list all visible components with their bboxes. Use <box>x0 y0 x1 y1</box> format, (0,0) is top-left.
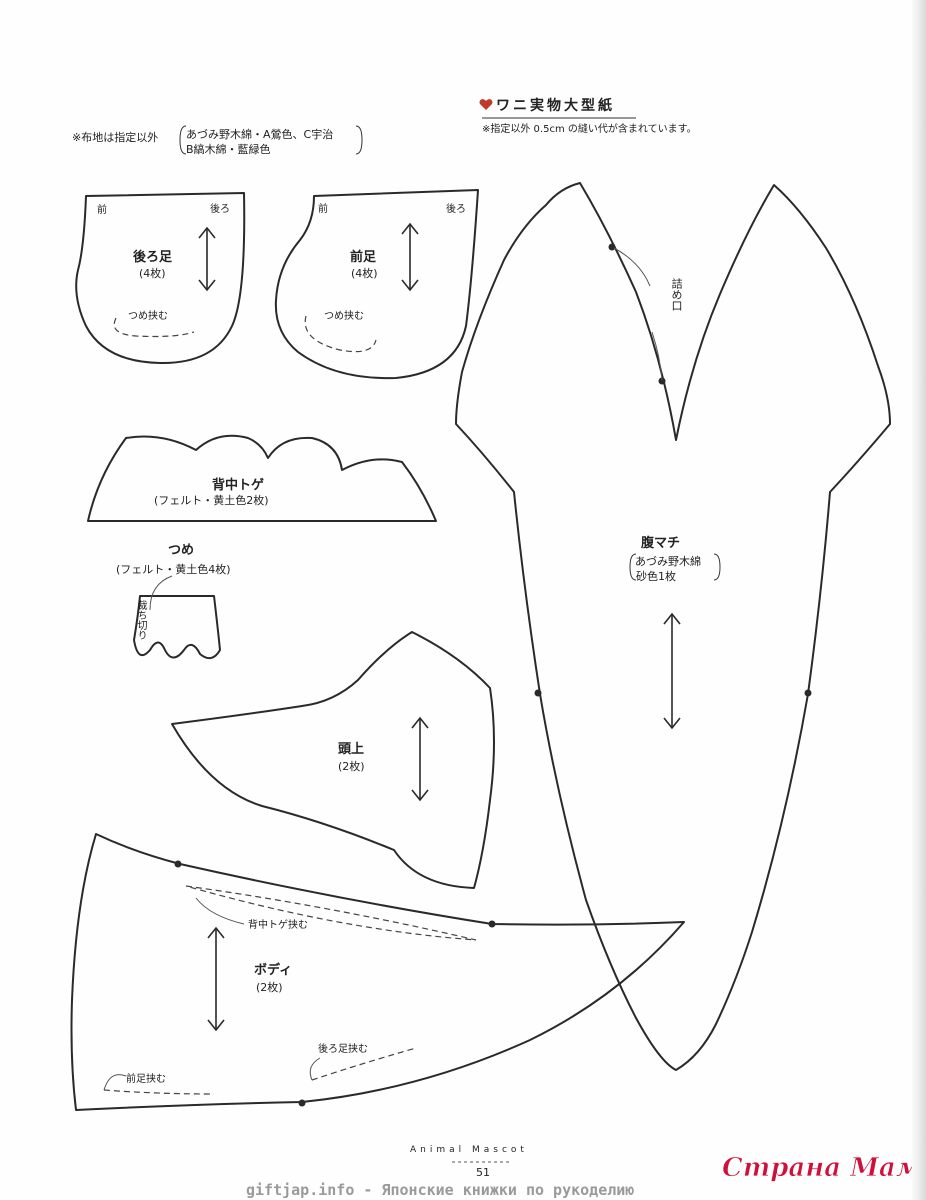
piece-belly: 詰め口 腹マチ あづみ野木綿 砂色1枚 <box>455 182 891 1071</box>
body-spine-insert-label: 背中トゲ挟む <box>248 918 308 931</box>
back-leg-front-label: 前 <box>97 203 107 216</box>
body-spine-insert-leader <box>195 897 245 925</box>
piece-claw: つめ (フェルト・黄土色4枚) 裁ち切り <box>106 543 231 660</box>
book-title: Animal Mascot <box>410 1145 528 1155</box>
header: ワニ実物大型紙 ※指定以外 0.5cm の縫い代が含まれています。 <box>479 97 697 135</box>
front-leg-back-label: 後ろ <box>446 202 466 215</box>
watermark: Страна Мам . ру <box>722 1153 926 1183</box>
head-top-grain-arrow <box>411 716 429 802</box>
body-match-dot-bottom <box>298 1099 306 1107</box>
front-leg-front-label: 前 <box>318 202 328 215</box>
claw-cut-text: 裁ち切り <box>106 599 147 640</box>
piece-front-leg: 前 後ろ 前足 (4枚) つめ挟む <box>274 189 479 380</box>
heart-icon <box>479 99 493 110</box>
belly-stuffing-text: 詰め口 <box>650 277 683 311</box>
front-leg-claw-line <box>304 315 377 353</box>
back-leg-claw-line <box>113 317 195 338</box>
body-match-dot-top <box>174 860 182 868</box>
fabric-note-prefix: ※布地は指定以外 <box>72 130 158 144</box>
body-back-leg-insert-label: 後ろ足挟む <box>318 1042 368 1055</box>
piece-back-leg: 前 後ろ 後ろ足 (4枚) つめ挟む <box>75 192 246 365</box>
body-front-leg-insert-label: 前足挟む <box>126 1072 166 1085</box>
page-gutter-shadow <box>912 0 926 1200</box>
belly-material-line2: 砂色1枚 <box>636 569 676 583</box>
fabric-note-line2: B縞木綿・藍緑色 <box>186 142 271 156</box>
body-name: ボディ <box>254 962 292 978</box>
front-leg-name: 前足 <box>350 249 377 265</box>
body-count: (2枚) <box>256 980 283 994</box>
back-leg-grain-arrow <box>198 226 216 292</box>
front-leg-count: (4枚) <box>351 266 378 280</box>
body-front-leg-insert-leader <box>103 1074 127 1091</box>
belly-grain-arrow <box>663 612 681 730</box>
body-match-dot-right <box>488 920 496 928</box>
footer: Animal Mascot 51 giftjap.info - Японские… <box>246 1145 926 1199</box>
belly-material-line1: あづみ野木綿 <box>635 554 701 568</box>
fabric-note-open-brace <box>179 125 187 155</box>
belly-outline <box>455 182 891 1071</box>
body-grain-arrow <box>207 926 225 1032</box>
claw-outline <box>133 595 221 660</box>
belly-stuffing-bracket <box>613 247 663 381</box>
belly-match-dot-left <box>534 689 542 697</box>
front-leg-outline <box>274 189 479 380</box>
belly-brace-open <box>629 553 637 581</box>
front-leg-grain-arrow <box>401 222 419 292</box>
belly-stuffing-dot-top <box>608 243 616 251</box>
head-top-outline <box>171 631 495 889</box>
piece-spine: 背中トゲ (フェルト・黄土色2枚) <box>87 434 437 522</box>
belly-stuffing-dot-bottom <box>658 377 666 385</box>
claw-name: つめ <box>168 543 194 558</box>
body-front-leg-insert-line <box>103 1089 215 1095</box>
back-leg-claw-label: つめ挟む <box>128 309 168 322</box>
belly-match-dot-right <box>804 689 812 697</box>
back-leg-outline <box>75 192 246 365</box>
fabric-note-close-brace <box>355 125 363 155</box>
body-back-leg-insert-leader <box>309 1057 321 1081</box>
piece-body: 背中トゲ挟む ボディ (2枚) 後ろ足挟む 前足挟む <box>70 833 685 1111</box>
page-number: 51 <box>476 1166 490 1179</box>
body-back-leg-insert-line <box>311 1047 417 1081</box>
front-leg-claw-label: つめ挟む <box>324 309 364 322</box>
piece-head-top: 頭上 (2枚) <box>171 631 495 889</box>
site-credit: giftjap.info - Японские книжки по рукоде… <box>246 1181 634 1199</box>
fabric-note: ※布地は指定以外 あづみ野木綿・A鶯色、C宇治 B縞木綿・藍緑色 <box>72 125 363 156</box>
belly-stuffing-label: 詰め口 <box>650 277 683 311</box>
back-leg-count: (4枚) <box>139 266 166 280</box>
body-outline <box>70 833 685 1111</box>
back-leg-back-label: 後ろ <box>210 202 230 215</box>
spine-material: (フェルト・黄土色2枚) <box>154 493 269 507</box>
head-top-count: (2枚) <box>338 759 365 773</box>
body-spine-insert-line <box>185 885 477 941</box>
spine-outline <box>87 434 437 522</box>
seam-allowance-note: ※指定以外 0.5cm の縫い代が含まれています。 <box>482 122 697 135</box>
page-title: ワニ実物大型紙 <box>496 97 615 114</box>
back-leg-name: 後ろ足 <box>133 249 173 265</box>
spine-name: 背中トゲ <box>212 477 264 493</box>
belly-brace-close <box>713 553 721 581</box>
head-top-name: 頭上 <box>338 742 364 757</box>
claw-material: (フェルト・黄土色4枚) <box>116 562 231 576</box>
belly-name: 腹マチ <box>641 535 680 551</box>
claw-cut-label: 裁ち切り <box>106 599 147 640</box>
fabric-note-line1: あづみ野木綿・A鶯色、C宇治 <box>186 127 333 141</box>
claw-leader-line <box>149 575 173 611</box>
